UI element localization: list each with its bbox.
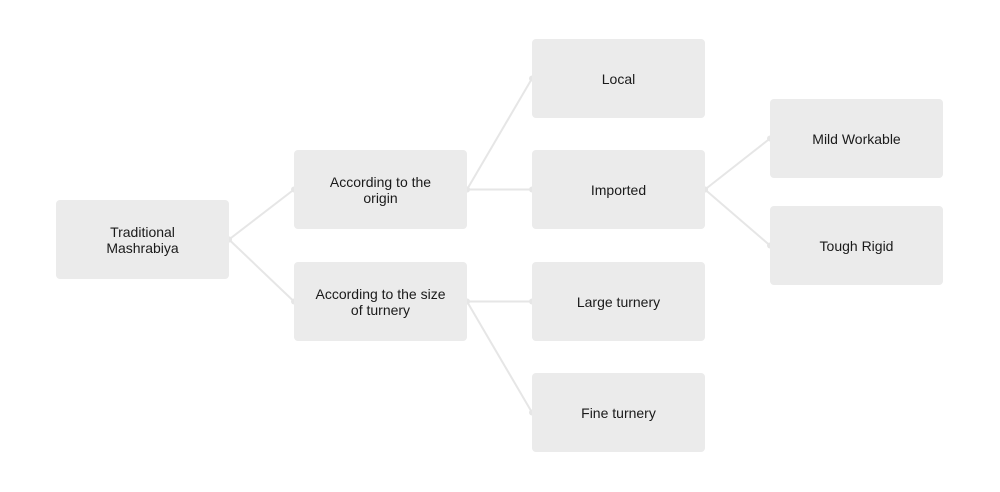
node-label: According to the origin — [329, 173, 432, 206]
node-label: According to the size of turnery — [315, 285, 446, 318]
node-traditional-mashrabiya: Traditional Mashrabiya — [56, 200, 229, 279]
connector-root-to-size — [228, 238, 295, 303]
connector-root-to-origin — [228, 188, 295, 241]
node-large-turnery: Large turnery — [532, 262, 705, 341]
node-local: Local — [532, 39, 705, 118]
node-label: Tough Rigid — [819, 237, 894, 254]
node-label: Traditional Mashrabiya — [106, 223, 179, 256]
node-mild-workable: Mild Workable — [770, 99, 943, 178]
node-label: Local — [601, 70, 636, 87]
connector-imported-to-tough — [704, 188, 771, 247]
node-imported: Imported — [532, 150, 705, 229]
node-tough-rigid: Tough Rigid — [770, 206, 943, 285]
connector-origin-to-local — [466, 77, 533, 191]
node-according-to-size-of-turnery: According to the size of turnery — [294, 262, 467, 341]
node-label: Imported — [590, 181, 647, 198]
connector-size-to-fine — [466, 300, 533, 414]
node-according-to-origin: According to the origin — [294, 150, 467, 229]
connector-imported-to-mild — [704, 137, 771, 191]
node-label: Mild Workable — [812, 130, 901, 147]
node-label: Fine turnery — [581, 404, 656, 421]
node-label: Large turnery — [576, 293, 661, 310]
node-fine-turnery: Fine turnery — [532, 373, 705, 452]
